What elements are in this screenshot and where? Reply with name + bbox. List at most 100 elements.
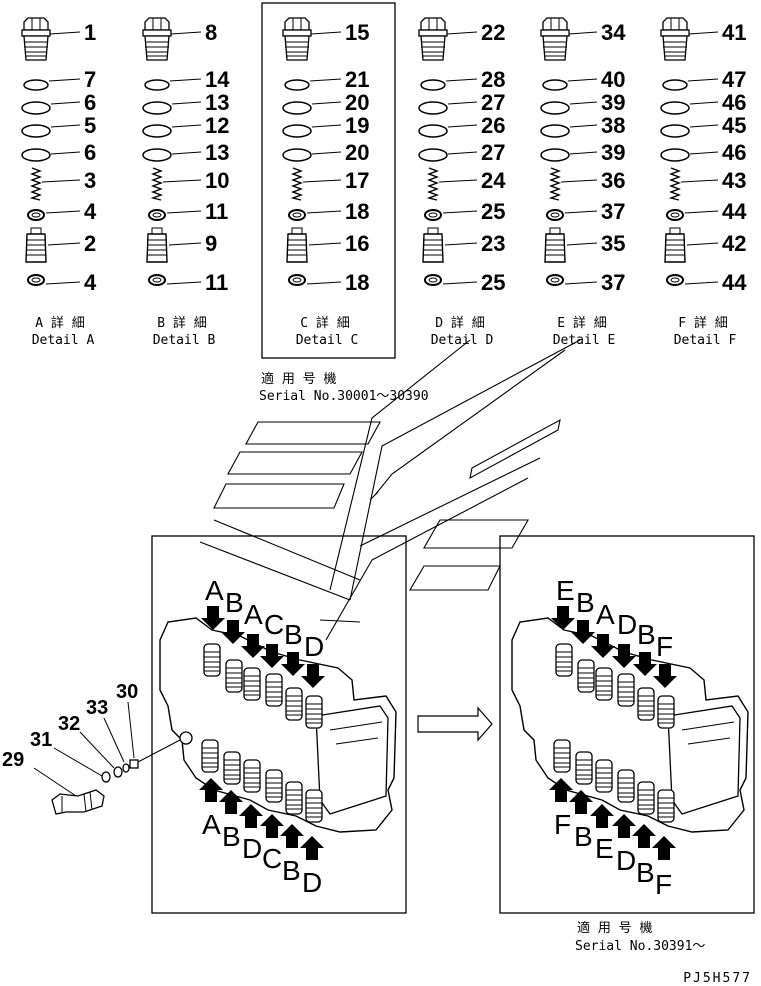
- part-number-label: 18: [345, 270, 369, 295]
- left-top-label: A: [205, 575, 224, 606]
- part-number-label: 45: [722, 113, 746, 138]
- detail-e-caption: Detail E: [553, 333, 616, 348]
- leader-line: [444, 242, 478, 246]
- leader-line: [310, 31, 342, 35]
- leader-line: [445, 78, 478, 82]
- leader-line: [569, 151, 598, 155]
- left-bottom-label: A: [202, 809, 221, 840]
- leader-line: [564, 281, 598, 285]
- right-valve-labels: E B A D B F F B E D B F: [554, 575, 673, 900]
- part-number-label: 13: [205, 140, 229, 165]
- part-number-label: 44: [722, 270, 747, 295]
- right-top-label: B: [637, 619, 656, 650]
- left-top-label: B: [225, 587, 244, 618]
- leader-line: [560, 179, 598, 183]
- leader-line: [302, 179, 342, 183]
- part-number-label: 19: [345, 113, 369, 138]
- left-top-label: D: [304, 631, 324, 662]
- oring-icon: [540, 124, 570, 138]
- detail-f-caption: Detail F: [674, 333, 737, 348]
- seat-icon: [666, 274, 684, 286]
- part-number-label: 41: [722, 20, 746, 45]
- poppet-icon: [146, 227, 168, 263]
- detail-c-jp: C 詳 細: [300, 315, 349, 331]
- seat-icon: [288, 209, 306, 221]
- detail-a-caption: Detail A: [32, 333, 95, 348]
- leader-line: [311, 124, 342, 128]
- poppet-icon: [25, 227, 47, 263]
- part-32-label: 32: [58, 713, 80, 735]
- part-number-label: 6: [84, 90, 96, 115]
- spring-icon: [670, 167, 680, 201]
- part-number-label: 25: [481, 270, 505, 295]
- part-plug-icon: [418, 17, 448, 61]
- part-plug-icon: [142, 17, 172, 61]
- oring-icon: [284, 79, 310, 91]
- leader-line: [569, 124, 598, 128]
- left-top-label: B: [284, 619, 303, 650]
- oring-icon: [420, 79, 446, 91]
- leader-line: [689, 124, 719, 128]
- up-arrow-icon: [590, 804, 614, 828]
- part-number-label: 17: [345, 168, 369, 193]
- poppet-icon: [544, 227, 566, 263]
- detail-d-caption: Detail D: [431, 333, 494, 348]
- left-top-label: C: [264, 609, 284, 640]
- leader-line: [47, 242, 81, 246]
- part-number-label: 39: [601, 90, 625, 115]
- reference-arrows: [199, 339, 581, 641]
- leader-line: [50, 101, 81, 105]
- detail-b-jp: B 詳 細: [157, 315, 206, 331]
- part-number-label: 22: [481, 20, 505, 45]
- leader-line: [447, 124, 478, 128]
- leader-line: [171, 151, 202, 155]
- leader-line: [306, 210, 342, 214]
- leader-line: [171, 101, 202, 105]
- right-top-label: B: [576, 587, 595, 618]
- oring-icon: [142, 124, 172, 138]
- part-number-label: 47: [722, 67, 746, 92]
- leader-line: [688, 31, 719, 35]
- leader-line: [566, 242, 598, 246]
- leader-line: [567, 78, 598, 82]
- right-top-label: E: [556, 575, 575, 606]
- part-number-label: 38: [601, 113, 625, 138]
- detail-f-jp: F 詳 細: [678, 315, 727, 331]
- oring-icon: [23, 79, 49, 91]
- detail-e: [540, 17, 570, 286]
- leader-line: [569, 101, 598, 105]
- up-arrow-icon: [260, 814, 284, 838]
- left-bottom-label: D: [242, 833, 262, 864]
- leader-line: [309, 78, 342, 82]
- leader-line: [41, 179, 81, 183]
- right-bottom-label: B: [574, 821, 593, 852]
- part-number-label: 5: [84, 113, 96, 138]
- poppet-icon: [664, 227, 686, 263]
- part-number-label: 46: [722, 140, 746, 165]
- backup-ring-icon: [540, 148, 570, 162]
- leader-line: [311, 101, 342, 105]
- detail-c-caption: Detail C: [296, 333, 359, 348]
- part-number-label: 36: [601, 168, 625, 193]
- right-top-label: F: [656, 631, 673, 662]
- part-number-label: 4: [84, 199, 97, 224]
- left-valve: A B A C B D A B D C B D: [159, 575, 397, 898]
- left-bottom-label: D: [302, 867, 322, 898]
- part-number-label: 11: [205, 270, 228, 295]
- leader-line: [166, 210, 202, 214]
- leader-line: [680, 179, 719, 183]
- part-number-label: 10: [205, 168, 229, 193]
- part-number-label: 14: [205, 67, 230, 92]
- right-valve: E B A D B F F B E D B F: [511, 575, 749, 900]
- transition-arrow-icon: [417, 706, 493, 742]
- seat-icon: [546, 274, 564, 286]
- backup-ring-icon: [142, 148, 172, 162]
- spring-icon: [428, 167, 438, 201]
- part-number-label: 15: [345, 20, 369, 45]
- right-top-label: A: [596, 599, 615, 630]
- up-arrow-icon: [652, 836, 676, 860]
- oring-icon: [282, 124, 312, 138]
- backup-ring-icon: [21, 148, 51, 162]
- part-number-label: 11: [205, 199, 228, 224]
- part-number-label: 43: [722, 168, 746, 193]
